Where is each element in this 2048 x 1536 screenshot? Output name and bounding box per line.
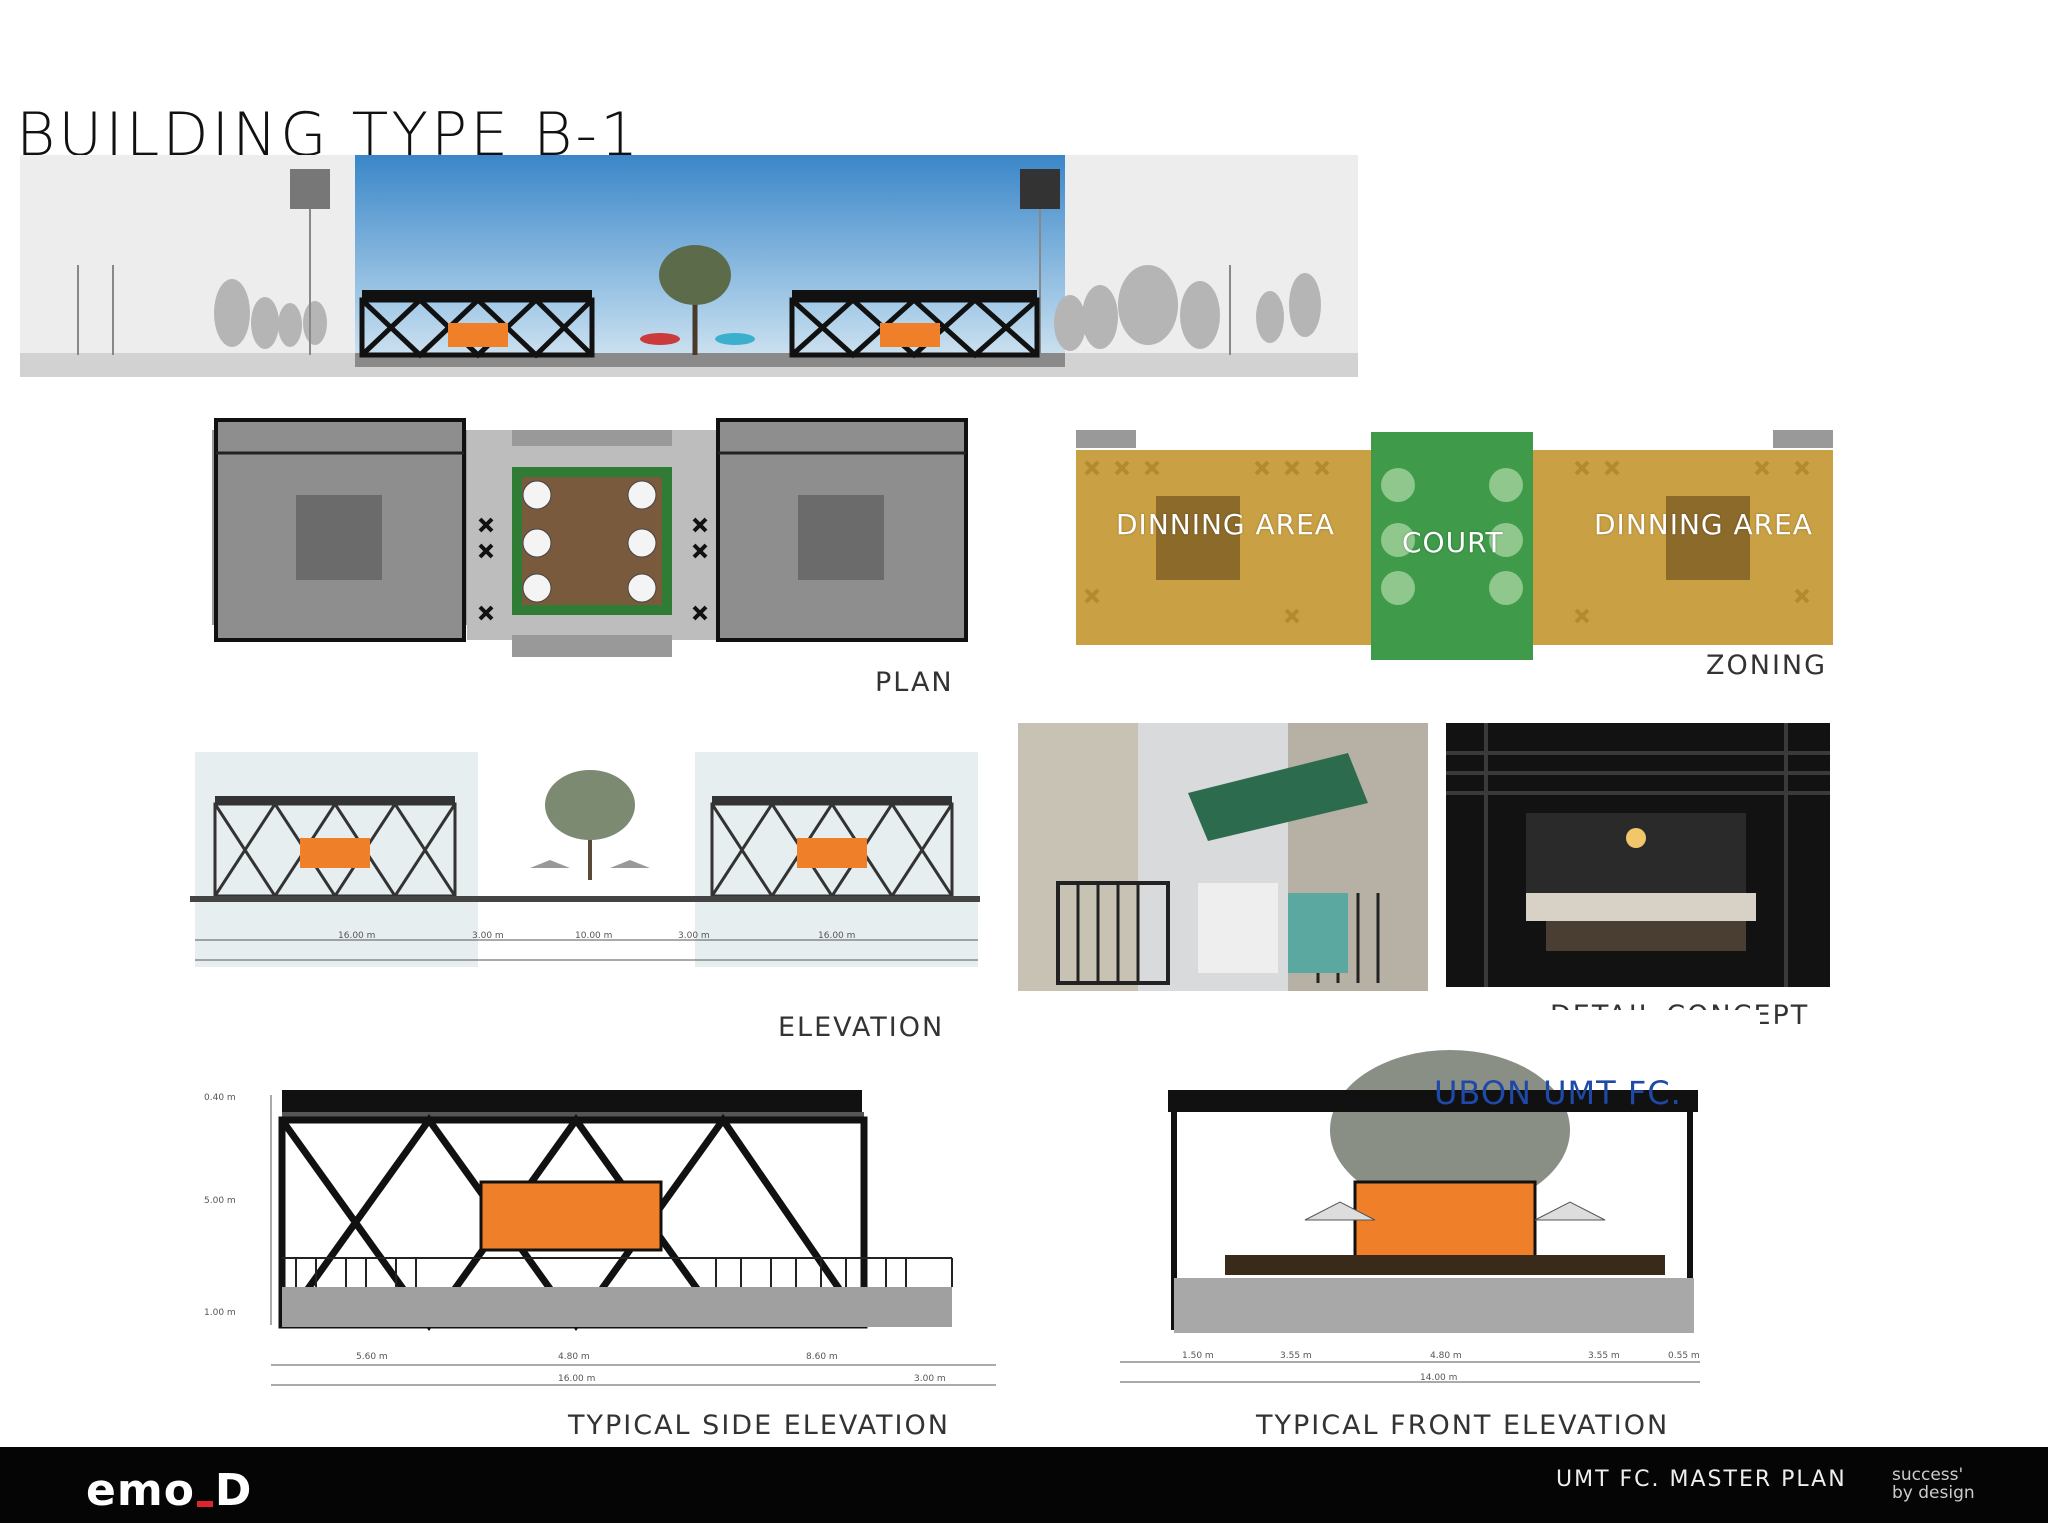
front-elevation-drawing: 1.50 m 3.55 m 4.80 m 3.55 m 0.55 m 14.00… bbox=[1110, 1010, 1760, 1390]
front-dim-top-2: 4.80 m bbox=[1430, 1351, 1462, 1361]
front-dim-top-1: 3.55 m bbox=[1280, 1351, 1312, 1361]
plan-drawing bbox=[212, 395, 968, 665]
zone-label-left: DINNING AREA bbox=[1116, 508, 1335, 541]
front-dim-top-3: 3.55 m bbox=[1588, 1351, 1620, 1361]
side-dim-v-1: 5.00 m bbox=[204, 1196, 236, 1206]
footer-tagline-line-1: success' bbox=[1892, 1465, 1964, 1485]
elev-dim-2: 10.00 m bbox=[575, 931, 612, 941]
logo-underscore-icon bbox=[196, 1501, 213, 1507]
elev-dim-3: 3.00 m bbox=[678, 931, 710, 941]
side-dim-bottom-0: 16.00 m bbox=[558, 1374, 595, 1384]
footer-bar bbox=[0, 1447, 2048, 1523]
signage-text: UBON UMT FC. bbox=[1434, 1074, 1682, 1112]
elev-dim-0: 16.00 m bbox=[338, 931, 375, 941]
zoning-label: ZONING bbox=[1706, 650, 1828, 681]
elevation-drawing: 16.00 m 3.00 m 10.00 m 3.00 m 16.00 m bbox=[190, 750, 980, 980]
detail-photo-dining bbox=[1446, 723, 1830, 987]
brand-logo: emo D bbox=[86, 1465, 252, 1516]
front-dim-bottom-0: 14.00 m bbox=[1420, 1373, 1457, 1383]
side-dim-bottom-1: 3.00 m bbox=[914, 1374, 946, 1384]
plan-label: PLAN bbox=[875, 667, 954, 698]
side-dim-top-1: 4.80 m bbox=[558, 1352, 590, 1362]
side-dim-v-0: 0.40 m bbox=[204, 1093, 236, 1103]
footer-tagline: success'by design bbox=[1892, 1466, 1975, 1502]
elev-dim-4: 16.00 m bbox=[818, 931, 855, 941]
side-elevation-drawing: 5.60 m 4.80 m 8.60 m 16.00 m 3.00 m 0.40… bbox=[196, 1075, 996, 1407]
side-dim-v-2: 1.00 m bbox=[204, 1308, 236, 1318]
zone-label-court: COURT bbox=[1402, 526, 1504, 559]
detail-photo-entrance bbox=[1018, 723, 1428, 991]
side-elevation-label: TYPICAL SIDE ELEVATION bbox=[568, 1410, 950, 1441]
panorama-render bbox=[20, 155, 1358, 377]
elevation-label: ELEVATION bbox=[778, 1012, 945, 1043]
elev-dim-1: 3.00 m bbox=[472, 931, 504, 941]
zone-label-right: DINNING AREA bbox=[1594, 508, 1813, 541]
side-dim-top-0: 5.60 m bbox=[356, 1352, 388, 1362]
brand-logo-part-b: D bbox=[214, 1465, 253, 1516]
zoning-diagram bbox=[1076, 430, 1833, 662]
front-dim-top-4: 0.55 m bbox=[1668, 1351, 1700, 1361]
footer-project-name: UMT FC. MASTER PLAN bbox=[1556, 1467, 1847, 1492]
side-dim-top-2: 8.60 m bbox=[806, 1352, 838, 1362]
brand-logo-part-a: emo bbox=[86, 1465, 195, 1516]
footer-tagline-line-2: by design bbox=[1892, 1483, 1975, 1503]
front-dim-top-0: 1.50 m bbox=[1182, 1351, 1214, 1361]
front-elevation-label: TYPICAL FRONT ELEVATION bbox=[1256, 1410, 1670, 1441]
